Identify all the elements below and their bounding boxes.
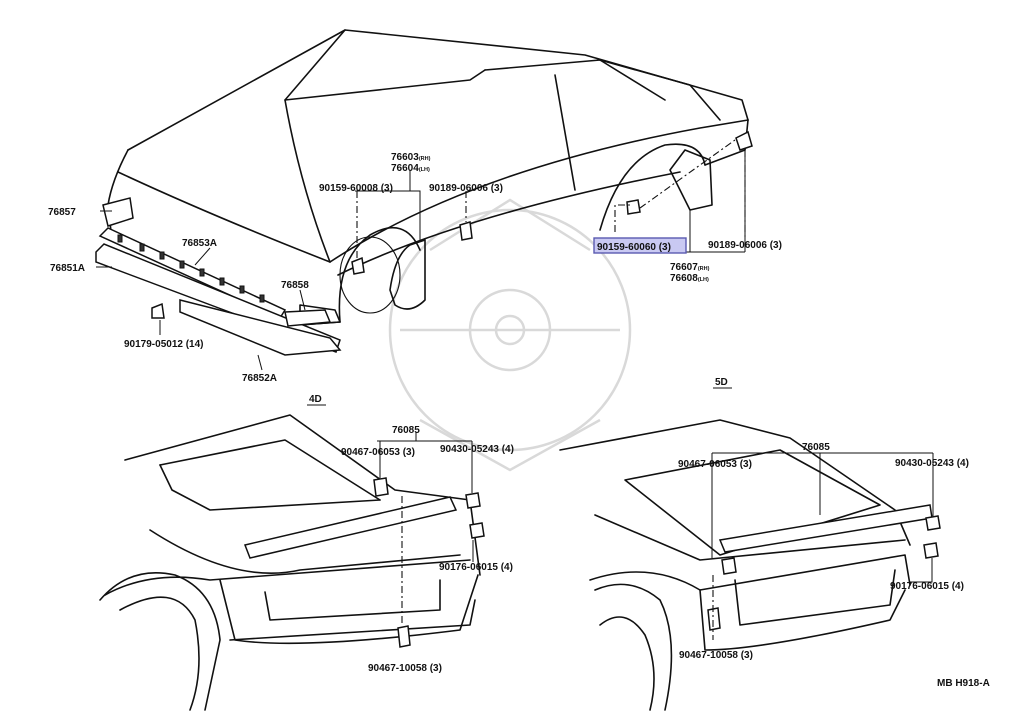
leader-lines-4d: [377, 432, 474, 626]
fasteners-top: [351, 130, 753, 275]
section-label-5d: 5D: [715, 377, 728, 388]
label-90189-06006-b: 90189-06006 (3): [708, 240, 782, 251]
hatchback-5d-rear-view: [559, 419, 941, 711]
label-76604: 76604(LH): [391, 163, 430, 174]
label-76607: 76607(RH): [670, 262, 710, 273]
front-bumper-parts: [95, 197, 342, 356]
highlight-box: [593, 237, 687, 254]
label-76085-4d: 76085: [392, 425, 420, 436]
label-90467-10058-4d: 90467-10058 (3): [368, 663, 442, 674]
label-90430-05243-4d: 90430-05243 (4): [440, 444, 514, 455]
leader-lines-top: [96, 139, 746, 371]
label-76852A: 76852A: [242, 373, 277, 384]
label-90176-06015-4d: 90176-06015 (4): [439, 562, 513, 573]
diagram-code: MB H918-A: [937, 678, 990, 689]
label-76857: 76857: [48, 207, 76, 218]
label-90189-06006-a: 90189-06006 (3): [429, 183, 503, 194]
label-90430-05243-5d: 90430-05243 (4): [895, 458, 969, 469]
label-90176-06015-5d: 90176-06015 (4): [890, 581, 964, 592]
section-label-4d: 4D: [309, 394, 322, 405]
label-90159-60008: 90159-60008 (3): [319, 183, 393, 194]
label-76603: 76603(RH): [391, 152, 431, 163]
watermark-emblem: [388, 198, 632, 472]
label-76608: 76608(LH): [670, 273, 709, 284]
leader-lines-5d: [711, 452, 934, 640]
label-90179-05012: 90179-05012 (14): [124, 339, 204, 350]
label-76085-5d: 76085: [802, 442, 830, 453]
label-90467-06053-4d: 90467-06053 (3): [341, 447, 415, 458]
label-76853A: 76853A: [182, 238, 217, 249]
label-90159-60060[interactable]: 90159-60060 (3): [597, 242, 671, 253]
sedan-4d-rear-view: [99, 414, 485, 711]
label-76851A: 76851A: [50, 263, 85, 274]
label-90467-10058-5d: 90467-10058 (3): [679, 650, 753, 661]
label-90467-06053-5d: 90467-06053 (3): [678, 459, 752, 470]
label-76858: 76858: [281, 280, 309, 291]
